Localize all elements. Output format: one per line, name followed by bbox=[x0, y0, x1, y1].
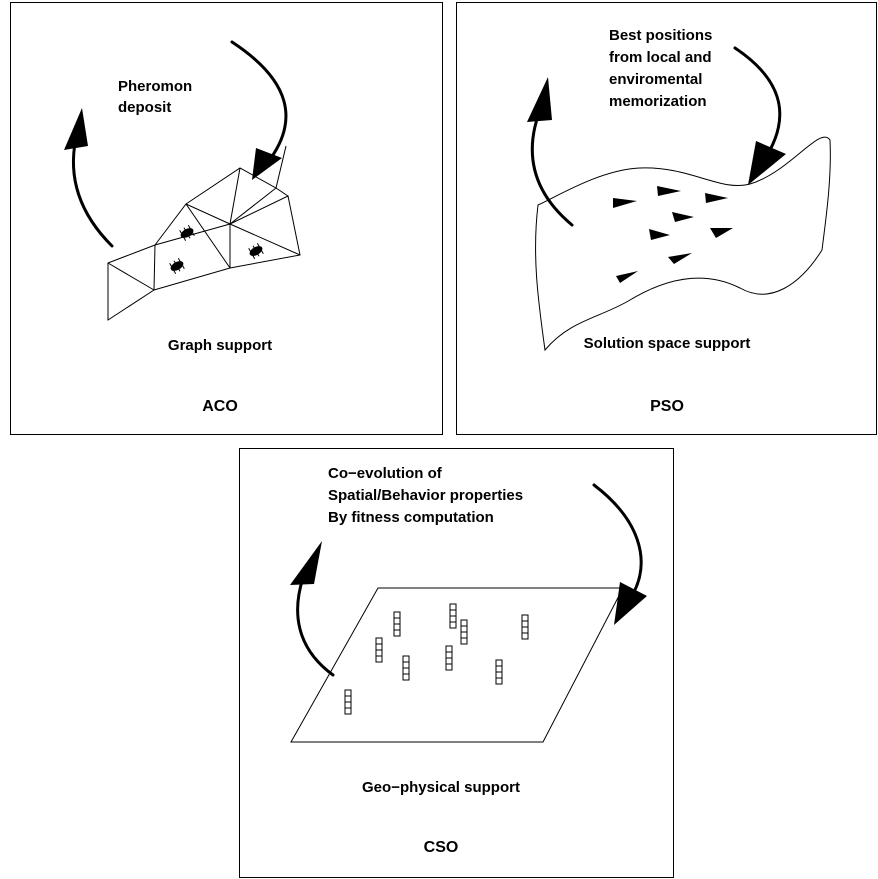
cell-stack-icon bbox=[375, 637, 383, 663]
agent-cell bbox=[460, 619, 468, 627]
pso-support-label: Solution space support bbox=[584, 335, 751, 352]
agent-cell bbox=[393, 617, 401, 625]
cell-stack-icon bbox=[344, 689, 352, 715]
particle-triangle-icon bbox=[616, 271, 638, 283]
agent-cell bbox=[344, 707, 352, 715]
aco-panel-frame bbox=[10, 2, 443, 435]
pso-caption: Best positions from local and enviroment… bbox=[609, 27, 717, 110]
cso-panel-frame bbox=[239, 448, 674, 878]
agent-cell bbox=[460, 631, 468, 639]
cso-agents bbox=[344, 603, 529, 715]
cell-stack-icon bbox=[460, 619, 468, 645]
agent-cell bbox=[521, 614, 529, 622]
geo-plane bbox=[290, 587, 624, 743]
pso-particles bbox=[613, 186, 733, 283]
cso-right-curved-arrow-icon bbox=[592, 483, 647, 625]
agent-cell bbox=[344, 695, 352, 703]
agent-cell bbox=[449, 609, 457, 617]
cso-left-curved-arrow-icon bbox=[290, 541, 335, 677]
agent-cell bbox=[344, 701, 352, 709]
particle-triangle-icon bbox=[649, 229, 670, 240]
pso-panel: Best positions from local and enviroment… bbox=[456, 2, 877, 435]
agent-cell bbox=[375, 643, 383, 651]
particle-triangle-icon bbox=[657, 186, 681, 196]
cso-caption-line: Spatial/Behavior properties bbox=[328, 487, 523, 504]
agent-cell bbox=[495, 659, 503, 667]
agent-cell bbox=[402, 655, 410, 663]
agent-cell bbox=[495, 665, 503, 673]
particle-triangle-icon bbox=[705, 193, 728, 203]
agent-cell bbox=[375, 649, 383, 657]
particle-triangle-icon bbox=[672, 212, 694, 222]
pso-panel-frame bbox=[456, 2, 877, 435]
pso-caption-line: from local and bbox=[609, 49, 712, 66]
agent-cell bbox=[521, 632, 529, 640]
agent-cell bbox=[460, 625, 468, 633]
aco-left-curved-arrow-icon bbox=[64, 108, 114, 248]
agent-cell bbox=[445, 663, 453, 671]
pso-caption-line: Best positions bbox=[609, 27, 712, 44]
agent-cell bbox=[393, 623, 401, 631]
pso-caption-line: enviromental bbox=[609, 71, 702, 88]
cell-stack-icon bbox=[495, 659, 503, 685]
aco-caption: Pheromon deposit bbox=[118, 78, 196, 116]
aco-graph bbox=[107, 145, 301, 321]
ant-icon bbox=[179, 225, 195, 241]
agent-cell bbox=[445, 651, 453, 659]
agent-cell bbox=[495, 677, 503, 685]
agent-cell bbox=[375, 655, 383, 663]
cell-stack-icon bbox=[449, 603, 457, 629]
aco-caption-line: Pheromon bbox=[118, 78, 192, 95]
cso-title: CSO bbox=[424, 839, 459, 856]
aco-caption-line: deposit bbox=[118, 99, 171, 116]
cell-stack-icon bbox=[445, 645, 453, 671]
aco-ants bbox=[169, 225, 264, 274]
aco-right-curved-arrow-icon bbox=[230, 40, 288, 180]
agent-cell bbox=[402, 667, 410, 675]
aco-panel: Pheromon deposit bbox=[10, 2, 443, 435]
cell-stack-icon bbox=[402, 655, 410, 681]
agent-cell bbox=[521, 620, 529, 628]
ant-icon bbox=[248, 243, 264, 259]
agent-cell bbox=[449, 621, 457, 629]
agent-cell bbox=[445, 645, 453, 653]
particle-triangle-icon bbox=[613, 198, 637, 208]
solution-surface bbox=[535, 136, 831, 352]
particle-triangle-icon bbox=[710, 228, 733, 238]
agent-cell bbox=[375, 637, 383, 645]
cso-panel: Co−evolution of Spatial/Behavior propert… bbox=[239, 448, 674, 878]
agent-cell bbox=[445, 657, 453, 665]
agent-cell bbox=[344, 689, 352, 697]
cso-caption: Co−evolution of Spatial/Behavior propert… bbox=[328, 465, 527, 526]
particle-triangle-icon bbox=[668, 253, 692, 264]
agent-cell bbox=[449, 603, 457, 611]
cso-caption-line: Co−evolution of bbox=[328, 465, 443, 482]
aco-support-label: Graph support bbox=[168, 337, 272, 354]
pso-title: PSO bbox=[650, 398, 684, 415]
cso-support-label: Geo−physical support bbox=[362, 779, 520, 796]
agent-cell bbox=[393, 629, 401, 637]
agent-cell bbox=[460, 637, 468, 645]
cell-stack-icon bbox=[393, 611, 401, 637]
ant-icon bbox=[169, 258, 185, 274]
cell-stack-icon bbox=[521, 614, 529, 640]
agent-cell bbox=[402, 661, 410, 669]
cso-caption-line: By fitness computation bbox=[328, 509, 494, 526]
agent-cell bbox=[449, 615, 457, 623]
agent-cell bbox=[495, 671, 503, 679]
pso-caption-line: memorization bbox=[609, 93, 707, 110]
agent-cell bbox=[393, 611, 401, 619]
agent-cell bbox=[521, 626, 529, 634]
agent-cell bbox=[402, 673, 410, 681]
aco-title: ACO bbox=[202, 398, 238, 415]
pso-right-curved-arrow-icon bbox=[733, 46, 786, 185]
pso-left-curved-arrow-icon bbox=[527, 77, 574, 227]
